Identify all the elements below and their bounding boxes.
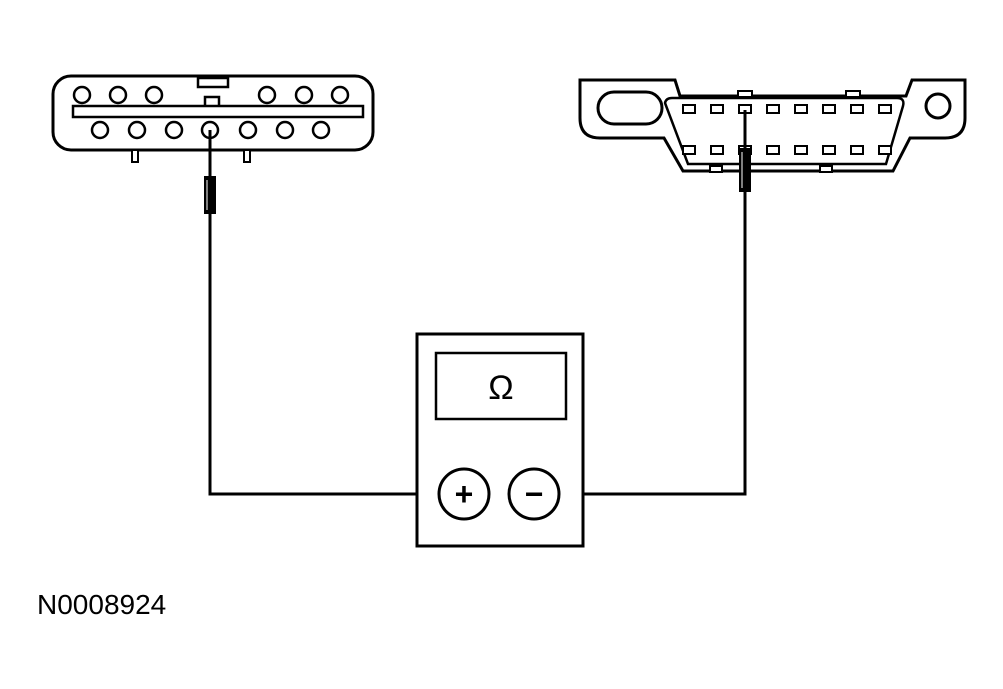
positive-test-lead: [208, 214, 438, 496]
negative-terminal-label: −: [525, 476, 544, 512]
ohmmeter: Ω + −: [415, 332, 585, 548]
ohm-symbol: Ω: [488, 369, 513, 407]
left-probe: [204, 130, 216, 214]
left-connector-bottom-pins: [90, 120, 331, 140]
negative-terminal: [507, 467, 561, 521]
right-connector-top-pins: [682, 104, 892, 114]
meter-display: [434, 351, 568, 421]
positive-terminal: [437, 467, 491, 521]
right-probe: [739, 110, 751, 192]
left-connector: [51, 74, 375, 163]
negative-test-lead: [559, 192, 747, 496]
positive-terminal-label: +: [455, 476, 474, 512]
left-connector-top-pins: [72, 85, 350, 105]
right-connector: [578, 78, 967, 173]
figure-id: N0008924: [37, 589, 166, 620]
